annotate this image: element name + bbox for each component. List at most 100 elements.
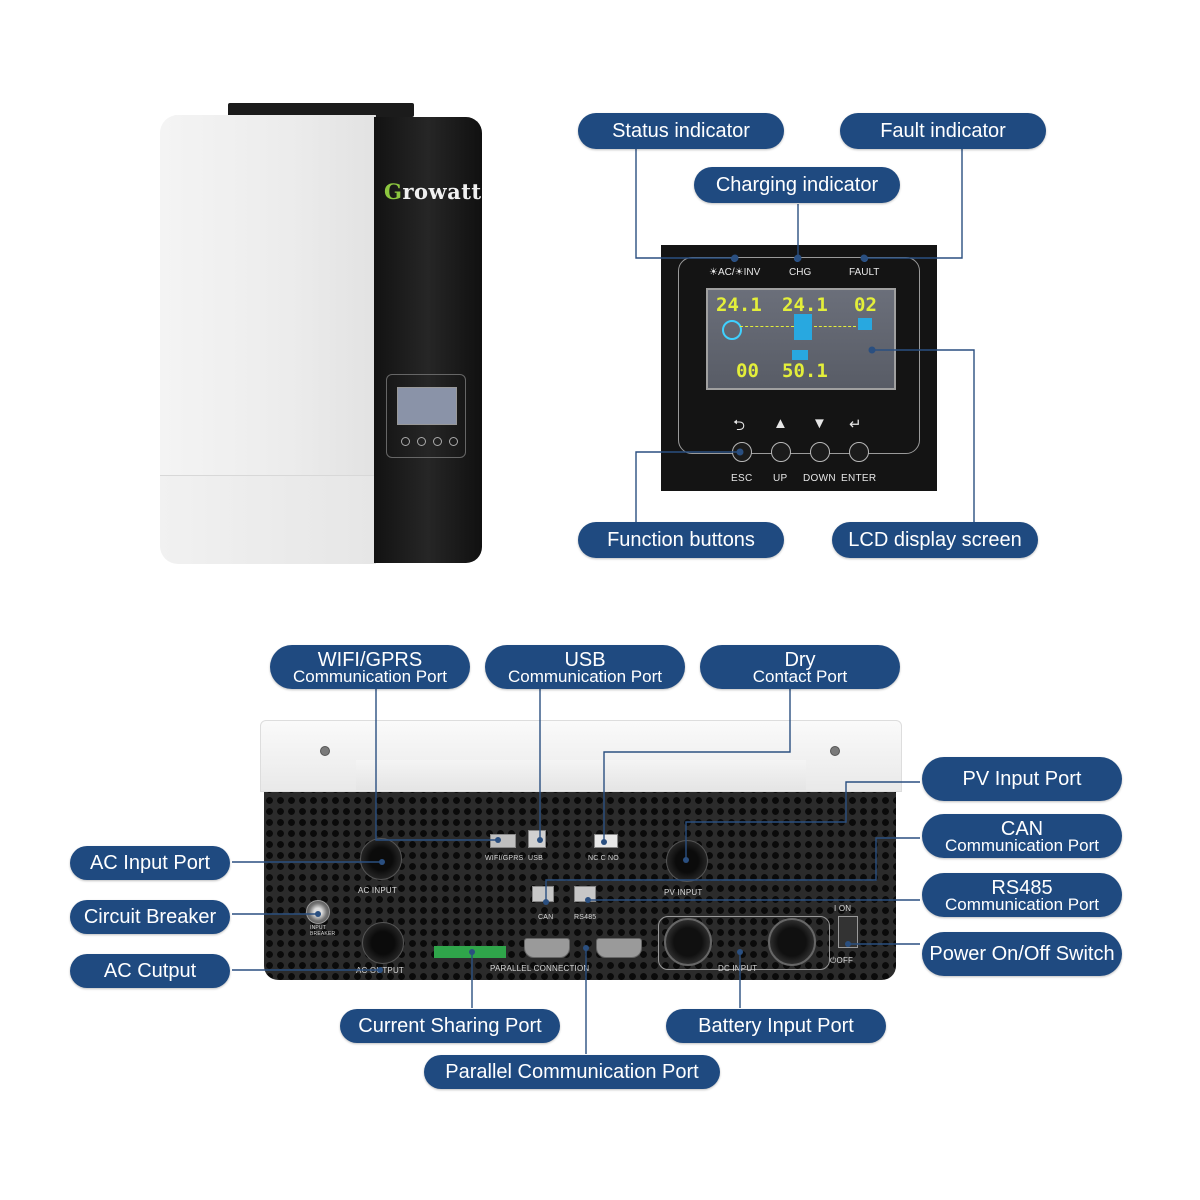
brand-logo-text: rowatt [402, 179, 482, 204]
callout-circuit-breaker: Circuit Breaker [70, 900, 230, 934]
callout-ac-input-text: AC Input Port [89, 851, 211, 874]
pv-source-icon [722, 320, 742, 340]
dot-usb [537, 837, 543, 843]
callout-wifi-line1: WIFI/GPRS [317, 648, 423, 671]
inverter-bottom-cover [160, 475, 376, 564]
mini-lcd [397, 387, 457, 425]
callout-current-sharing-port: Current Sharing Port [340, 1009, 560, 1043]
callout-charging-text: Charging indicator [715, 173, 879, 196]
leader-status [635, 148, 735, 259]
usb-device-label: USB [528, 855, 543, 862]
callout-function-text: Function buttons [607, 528, 755, 551]
rs485-device-label: RS485 [574, 914, 597, 921]
parallel-db9-left [524, 938, 570, 958]
can-device-label: CAN [538, 914, 554, 921]
screw-right [830, 746, 840, 756]
up-button[interactable] [771, 442, 791, 462]
mini-esc-button [401, 437, 410, 446]
dc-input-device-label: DC INPUT [718, 964, 758, 973]
mini-enter-button [449, 437, 458, 446]
callout-ac-output-text: AC Cutput [103, 959, 197, 982]
brand-logo-g: G [384, 179, 403, 204]
dot-can [543, 899, 549, 905]
callout-dry-line1: Dry [784, 648, 816, 671]
dot-charging [794, 254, 802, 262]
usb-port [528, 830, 546, 848]
lcd-value-left-bottom: 00 [736, 360, 759, 382]
brand-logo: Growatt [384, 179, 482, 204]
callout-parallel-port: Parallel Communication Port [424, 1055, 720, 1089]
callout-rs485-line2: Communication Port [944, 894, 1099, 914]
breaker-device-label: INPUT BREAKER [310, 925, 336, 937]
leader-can [545, 837, 920, 902]
pv-input-device-label: PV INPUT [664, 888, 703, 897]
callout-dry-line2: Contact Port [752, 666, 848, 686]
wifi-device-label: WIFI/GPRS [485, 855, 524, 862]
inverter-flow-icon [794, 314, 812, 340]
inverter-black-panel [374, 117, 482, 563]
esc-arrow-icon: ⮌ [733, 417, 746, 434]
circuit-breaker[interactable] [306, 900, 330, 924]
dot-dry [601, 839, 607, 845]
home-load-icon [858, 318, 872, 330]
leader-dry [603, 688, 791, 842]
callout-breaker-text: Circuit Breaker [83, 905, 217, 928]
enter-label: ENTER [841, 473, 877, 484]
mounting-bracket [228, 103, 414, 117]
up-label: UP [773, 473, 788, 484]
off-label: ⏻OFF [830, 956, 854, 965]
dry-device-label: NC C NO [588, 855, 619, 862]
callout-lcd-text: LCD display screen [848, 528, 1022, 551]
callout-wifi-port: WIFI/GPRS Communication Port [270, 645, 470, 689]
callout-can-line2: Communication Port [944, 835, 1099, 855]
callout-usb-line1: USB [564, 648, 606, 671]
lcd-value-right-bottom: 50.1 [782, 360, 828, 382]
callout-fault-text: Fault indicator [880, 119, 1006, 142]
leader-pv [685, 781, 920, 860]
battery-positive-port [664, 918, 712, 966]
mini-down-button [433, 437, 442, 446]
dot-pv [683, 857, 689, 863]
can-port [532, 886, 554, 902]
callout-dry-contact-port: Dry Contact Port [700, 645, 900, 689]
callout-battery-input-port: Battery Input Port [666, 1009, 886, 1043]
control-panel-closeup: ☀AC/☀INV CHG FAULT 24.1 24.1 02 00 50.1 … [661, 245, 937, 491]
dot-ac-input [379, 859, 385, 865]
callout-battery-text: Battery Input Port [698, 1014, 854, 1037]
dc-input-frame [658, 916, 830, 970]
callout-current-sharing-text: Current Sharing Port [358, 1014, 542, 1037]
callout-charging-indicator: Charging indicator [694, 167, 900, 203]
callout-wifi-line2: Communication Port [292, 666, 447, 686]
ac-input-port [360, 838, 402, 880]
leader-wifi [375, 688, 498, 841]
enter-arrow-icon: ↵ [849, 416, 862, 433]
down-button[interactable] [810, 442, 830, 462]
ac-output-port [362, 922, 404, 964]
parallel-device-label: PARALLEL CONNECTION [490, 964, 590, 973]
ac-inv-indicator-label: ☀AC/☀INV [709, 267, 761, 278]
callout-status-indicator: Status indicator [578, 113, 784, 149]
battery-icon [792, 350, 808, 360]
dot-status [731, 254, 739, 262]
dot-fault [860, 254, 868, 262]
on-label: I ON [834, 904, 852, 913]
callout-rs485-line1: RS485 [991, 876, 1053, 899]
callout-rs485-port: RS485 Communication Port [922, 873, 1122, 917]
callout-lcd-screen: LCD display screen [832, 522, 1038, 558]
leader-fault [864, 148, 963, 259]
mini-up-button [417, 437, 426, 446]
callout-ac-output: AC Cutput [70, 954, 230, 988]
power-switch[interactable] [838, 916, 858, 948]
callout-power-switch: Power On/Off Switch [922, 932, 1122, 976]
callout-parallel-text: Parallel Communication Port [445, 1060, 699, 1083]
callout-fault-indicator: Fault indicator [840, 113, 1046, 149]
callout-function-buttons: Function buttons [578, 522, 784, 558]
dot-power [845, 941, 851, 947]
enter-button[interactable] [849, 442, 869, 462]
down-label: DOWN [803, 473, 836, 484]
lcd-value-left-top: 24.1 [716, 294, 762, 316]
battery-negative-port [768, 918, 816, 966]
lcd-value-mid-top: 24.1 [782, 294, 828, 316]
dot-function [736, 448, 744, 456]
